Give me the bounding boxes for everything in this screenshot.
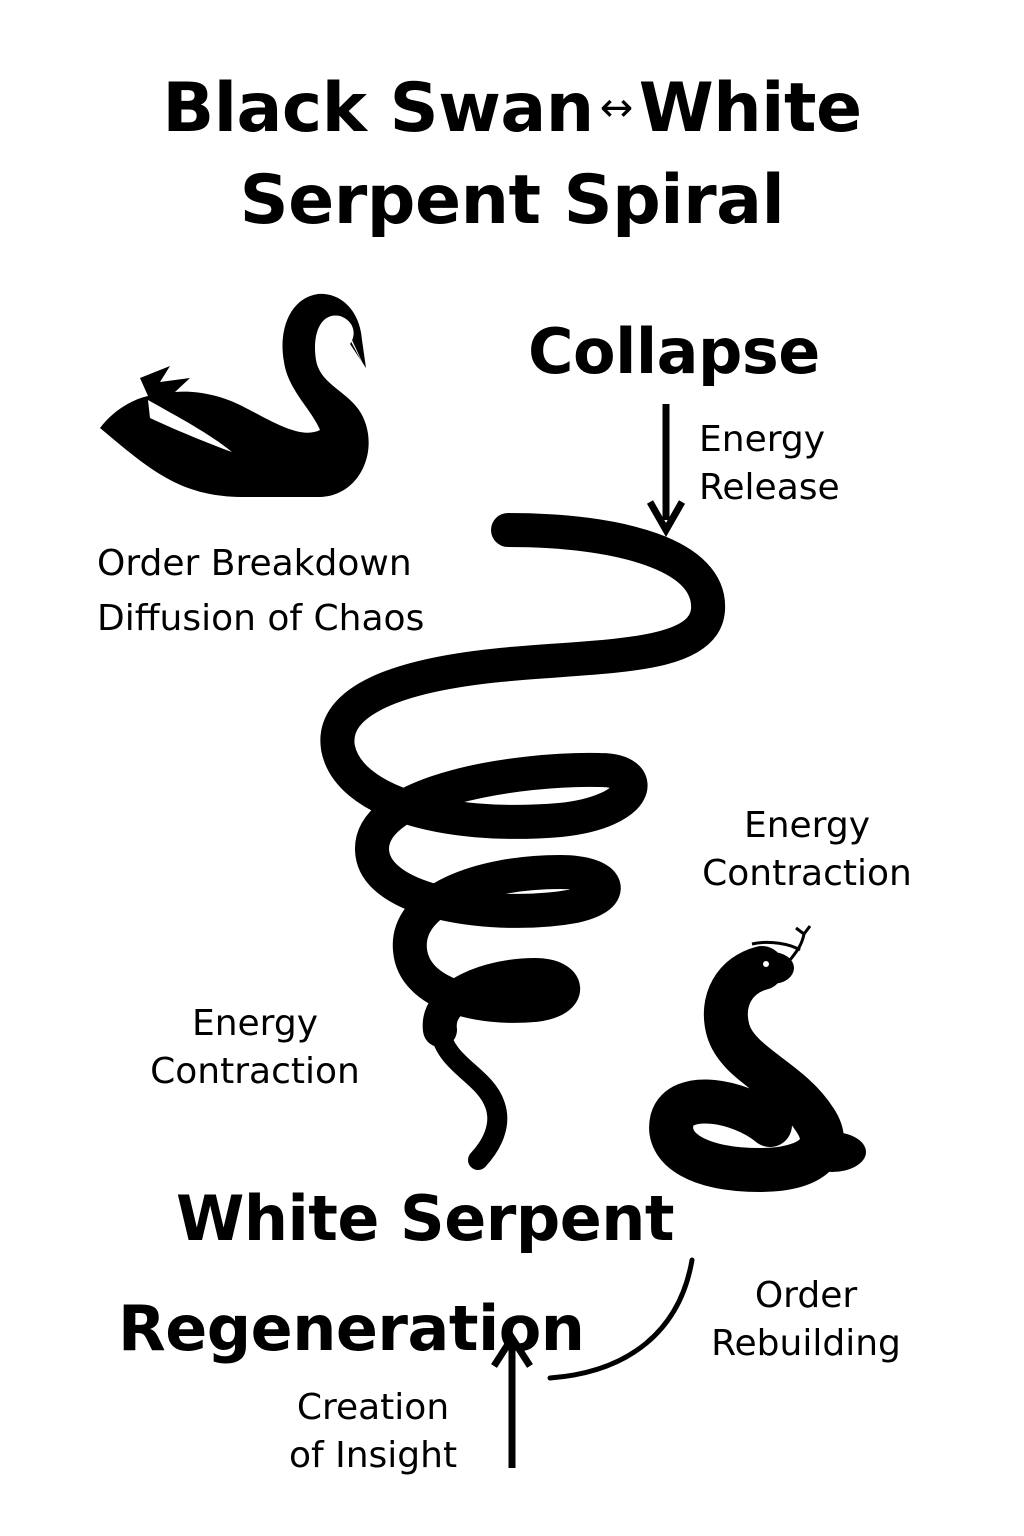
order-breakdown-text: Order Breakdown bbox=[97, 543, 412, 584]
down-arrow-icon bbox=[646, 404, 686, 538]
title-white: White bbox=[638, 69, 862, 148]
regeneration-line-1: White Serpent bbox=[176, 1182, 675, 1255]
spiral-serpent-icon bbox=[320, 513, 726, 1170]
energy-release-label: Energy Release bbox=[699, 416, 840, 512]
title-line-1: Black Swan↔White bbox=[0, 62, 1024, 155]
order-breakdown-label: Order Breakdown Diffusion of Chaos bbox=[97, 536, 424, 646]
energy-contraction-left-line-2: Contraction bbox=[150, 1051, 360, 1092]
order-rebuilding-line-1: Order bbox=[754, 1275, 858, 1316]
creation-of-insight-line-2: of Insight bbox=[288, 1435, 458, 1476]
title-line-2: Serpent Spiral bbox=[239, 161, 785, 240]
bidirectional-arrow-icon: ↔ bbox=[599, 85, 634, 131]
energy-contraction-right-line-1: Energy bbox=[743, 805, 871, 846]
order-rebuilding-label: Order Rebuilding bbox=[704, 1272, 908, 1368]
collapse-heading: Collapse bbox=[528, 315, 820, 388]
energy-contraction-right-line-2: Contraction bbox=[702, 853, 912, 894]
regeneration-heading: White Serpent Regeneration bbox=[118, 1164, 678, 1384]
energy-contraction-left-line-1: Energy bbox=[191, 1003, 319, 1044]
title-black-swan: Black Swan bbox=[162, 69, 594, 148]
up-arrow-icon bbox=[491, 1331, 533, 1468]
creation-of-insight-line-1: Creation bbox=[296, 1387, 450, 1428]
diffusion-text: Diffusion of Chaos bbox=[97, 598, 425, 639]
coiled-serpent-icon bbox=[649, 925, 866, 1193]
swan-icon bbox=[100, 293, 369, 497]
curved-connector bbox=[547, 1257, 695, 1381]
diagram-title: Black Swan↔White Serpent Spiral bbox=[0, 62, 1024, 247]
order-rebuilding-line-2: Rebuilding bbox=[711, 1323, 901, 1364]
energy-contraction-right-label: Energy Contraction bbox=[694, 802, 920, 898]
energy-release-line-2: Release bbox=[699, 467, 840, 508]
creation-of-insight-label: Creation of Insight bbox=[280, 1384, 466, 1480]
energy-release-line-1: Energy bbox=[699, 419, 826, 460]
energy-contraction-left-label: Energy Contraction bbox=[142, 1000, 368, 1096]
regeneration-line-2: Regeneration bbox=[118, 1292, 585, 1365]
